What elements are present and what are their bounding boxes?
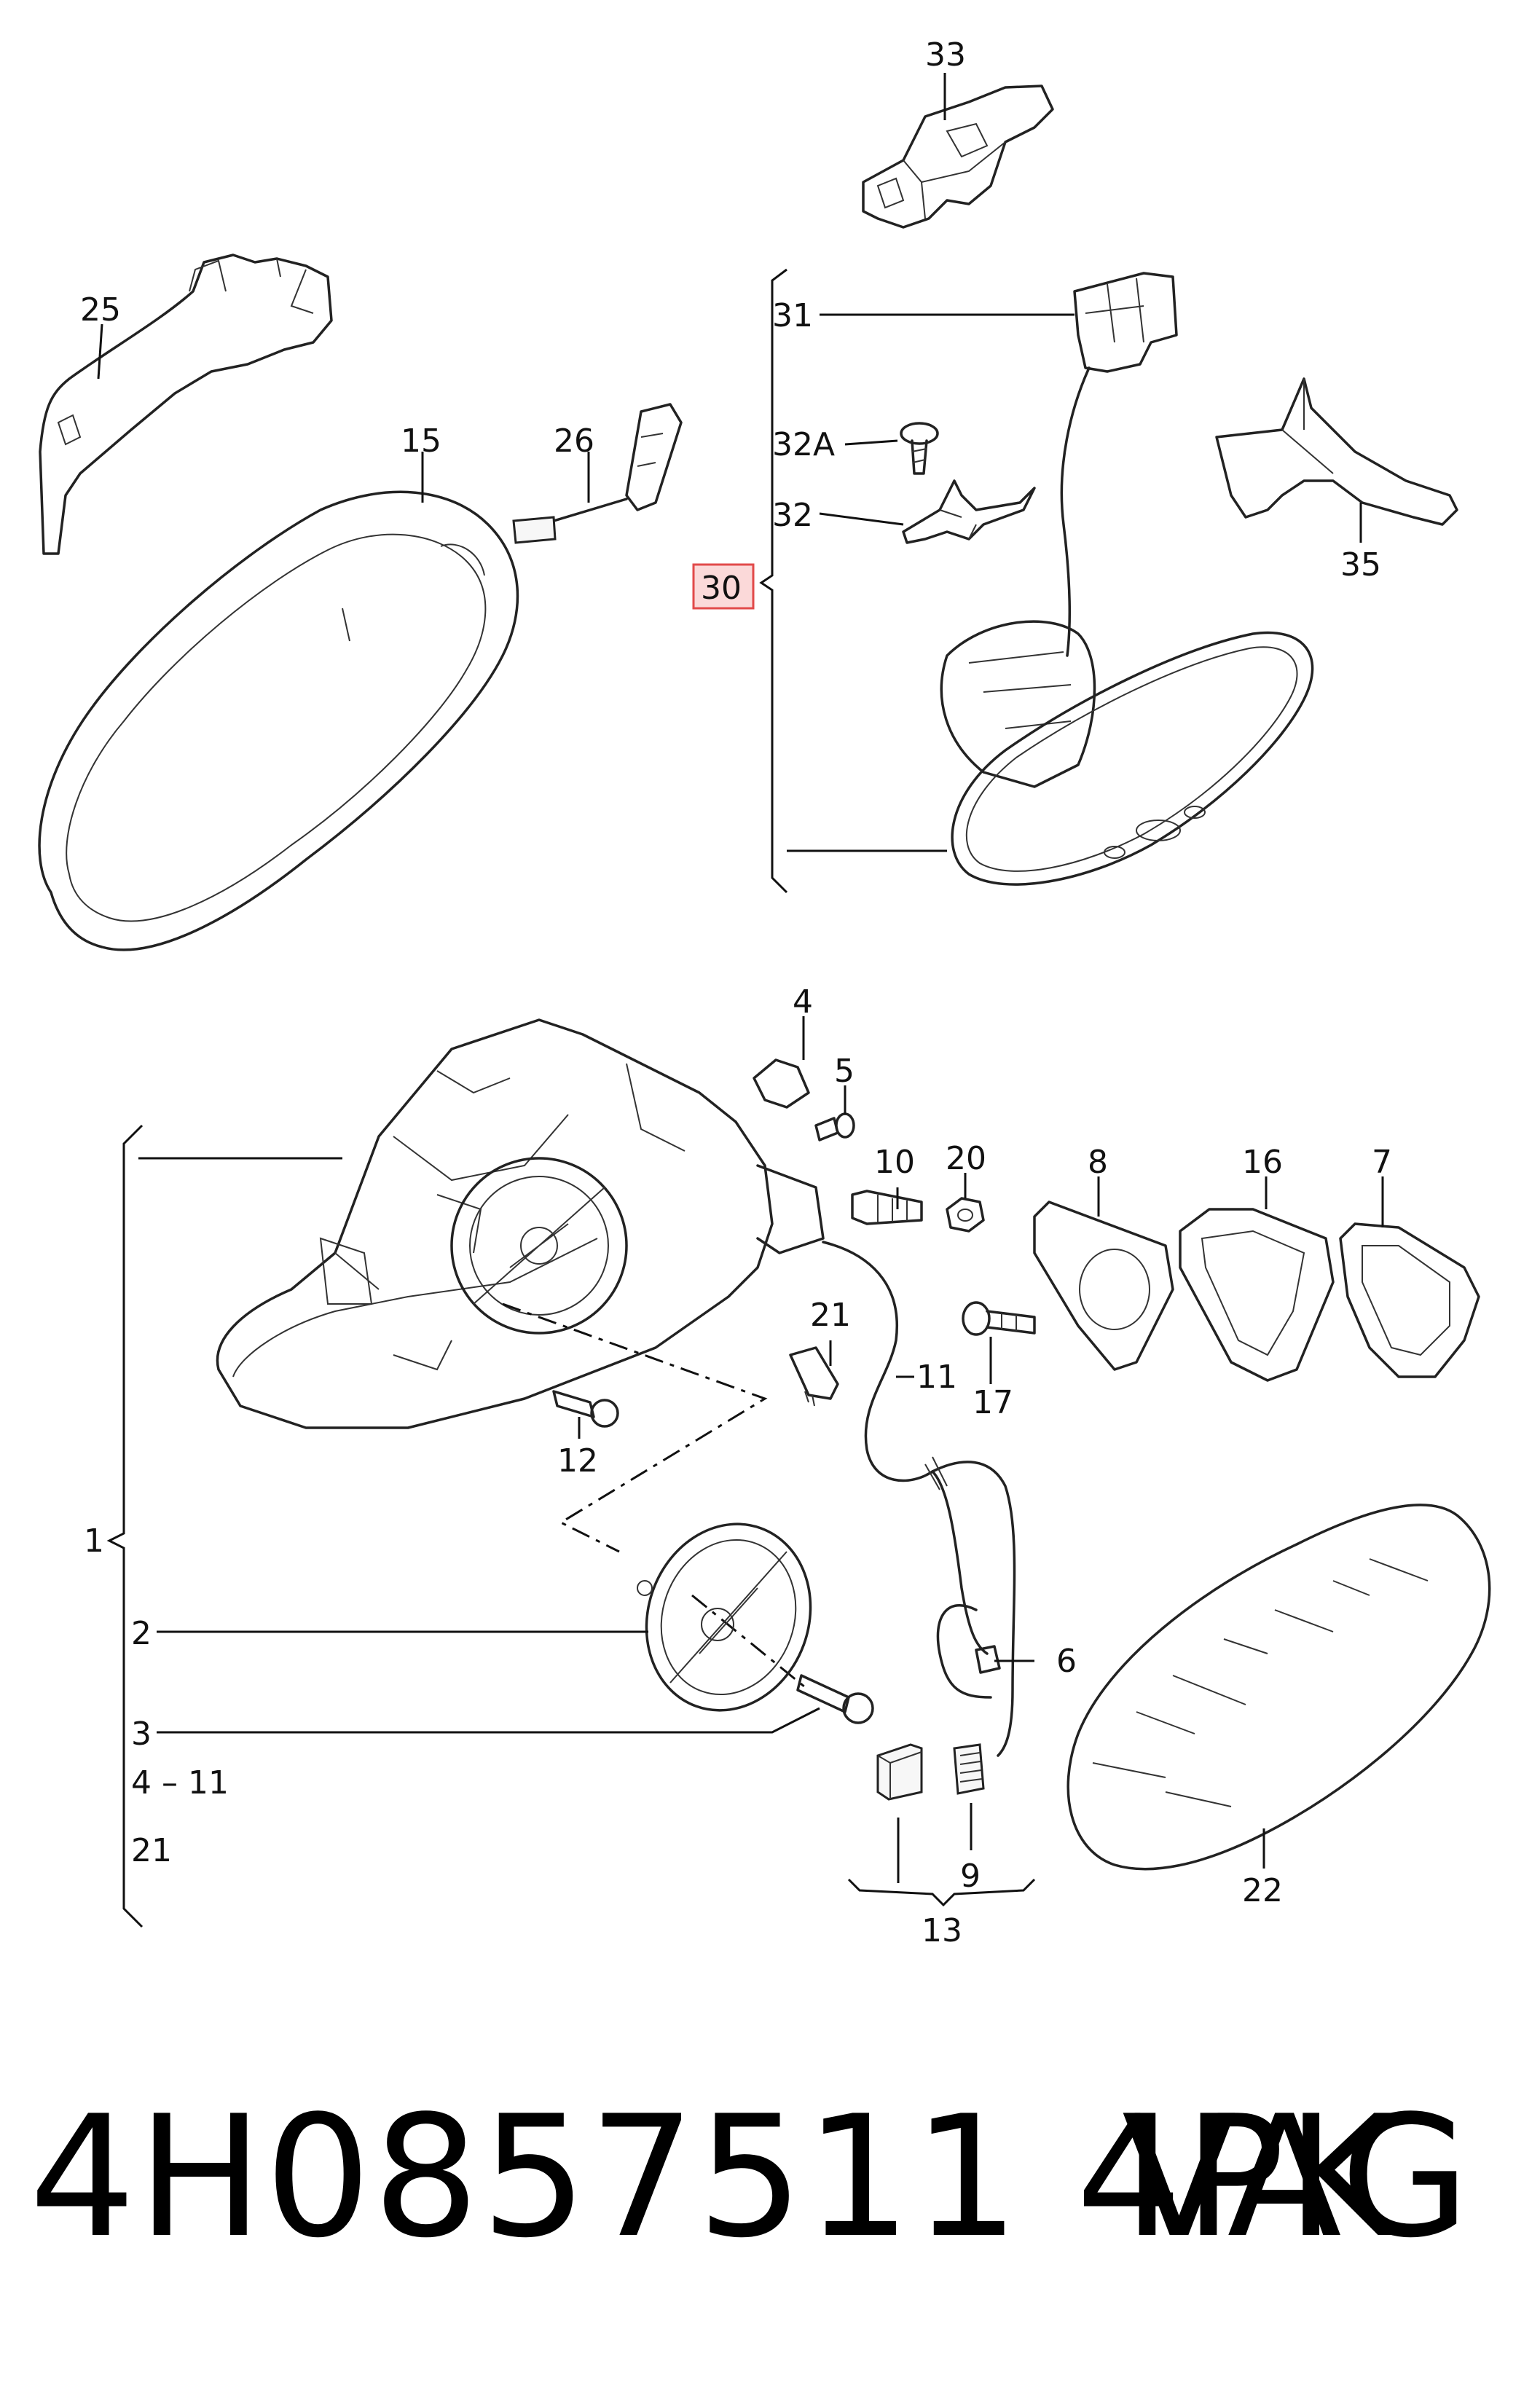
callout-8: 8: [1088, 1144, 1108, 1181]
callout-17: 17: [973, 1384, 1013, 1421]
part-2-adjustment-motor: [637, 1522, 812, 1712]
callout-32: 32: [772, 497, 813, 534]
part-26-sensor-cable: [512, 403, 683, 544]
callout-1: 1: [84, 1522, 104, 1560]
callout-6: 6: [1056, 1643, 1077, 1680]
callout-5: 5: [834, 1053, 855, 1090]
callout-30-highlight[interactable]: 30: [692, 563, 755, 610]
callout-21: 21: [810, 1297, 851, 1334]
brand-label: VAG: [1121, 2081, 1472, 2275]
part-9-plug: [953, 1743, 985, 1795]
callout-30: 30: [701, 570, 742, 607]
part-21-connector: [789, 1346, 839, 1407]
part-6-connector: [975, 1645, 1001, 1674]
alignment-line-2: [691, 1594, 809, 1691]
part-3-screw: [796, 1674, 874, 1724]
group-bracket-1: [106, 1124, 144, 1928]
callout-22: 22: [1242, 1872, 1283, 1909]
part-10-bolt: [851, 1190, 923, 1225]
group-bracket-30: [759, 268, 788, 894]
callout-20: 20: [946, 1140, 986, 1177]
callout-16: 16: [1242, 1144, 1283, 1181]
callout-12: 12: [557, 1442, 598, 1480]
part-32a-screw: [900, 422, 939, 475]
part-number-footer: 4H0857511 4PK VAG: [29, 2069, 1515, 2287]
part-4-clip: [753, 1058, 810, 1109]
callout-15: 15: [401, 423, 441, 460]
part-13-control-module: [876, 1743, 923, 1801]
callout-4-11: 4 – 11: [131, 1764, 229, 1801]
callout-13: 13: [922, 1912, 962, 1949]
part-22-mirror-glass: [1066, 1504, 1491, 1871]
part-31-connector: [1060, 272, 1178, 657]
part-17-screw: [962, 1301, 1036, 1336]
part-12-screw: [552, 1390, 619, 1428]
part-20-nut: [946, 1197, 985, 1233]
part-30-mirror-assembly: [940, 620, 1314, 886]
part-7-bezel: [1339, 1222, 1480, 1378]
callout-2: 2: [131, 1615, 152, 1652]
part-5-screw: [814, 1112, 855, 1142]
part-11-cable-harness: [822, 1241, 1016, 1757]
callout-25: 25: [80, 291, 121, 329]
part-number: 4H0857511 4PK: [29, 2081, 1398, 2275]
part-16-frame: [1179, 1208, 1335, 1382]
part-8-turn-signal-lens: [1033, 1201, 1174, 1371]
callout-33: 33: [925, 36, 966, 74]
callout-21b: 21: [131, 1832, 172, 1869]
callout-31: 31: [772, 297, 813, 334]
part-25-indicator-strip: [39, 254, 333, 555]
part-35-trim: [1215, 377, 1458, 526]
part-33-bracket: [862, 85, 1054, 229]
part-32-clip: [902, 479, 1036, 544]
callout-3: 3: [131, 1716, 152, 1753]
callout-9: 9: [960, 1858, 981, 1895]
part-1-mirror-base: [216, 1018, 825, 1429]
callout-4: 4: [793, 983, 813, 1021]
callout-26: 26: [554, 423, 594, 460]
callout-7: 7: [1372, 1144, 1392, 1181]
callout-11: 11: [916, 1359, 957, 1396]
callout-35: 35: [1340, 546, 1381, 584]
part-15-housing-cap: [38, 490, 519, 951]
callout-32a: 32A: [772, 426, 835, 463]
group-bracket-13: [847, 1878, 1036, 1907]
callout-10: 10: [874, 1144, 915, 1181]
alignment-line: [502, 1302, 768, 1553]
